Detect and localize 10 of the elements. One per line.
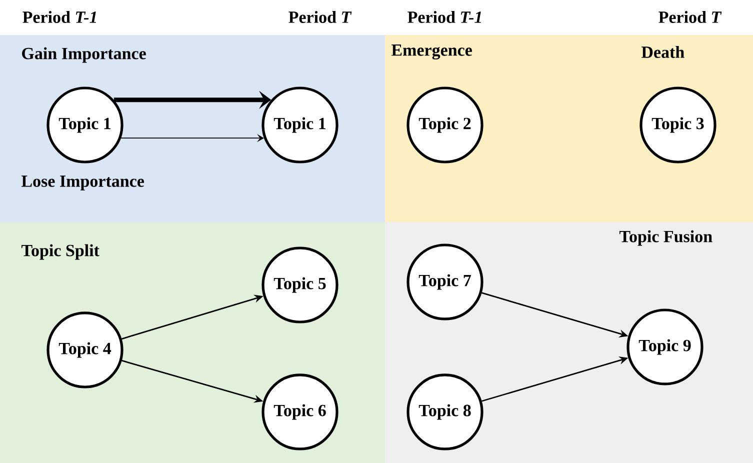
panel-heading: Emergence bbox=[392, 44, 472, 60]
panel-heading: Gain Importance bbox=[22, 47, 146, 63]
period-heading: Period T-1 bbox=[408, 11, 481, 23]
period-heading: Period T bbox=[658, 11, 722, 23]
panel-heading: Death bbox=[642, 46, 684, 58]
panel-heading: Lose Importance bbox=[22, 176, 144, 190]
period-heading: Period T-1 bbox=[22, 11, 96, 23]
panel-heading: Topic Split bbox=[21, 244, 100, 260]
panel-heading: Topic Fusion bbox=[619, 230, 712, 246]
period-heading: Period T bbox=[288, 11, 352, 23]
